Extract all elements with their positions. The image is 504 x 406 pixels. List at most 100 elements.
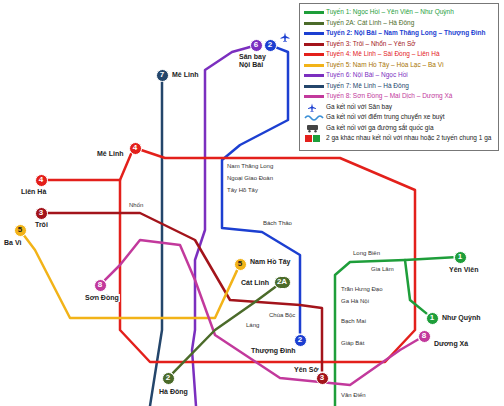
line-badge: 8 [418,330,431,343]
terminus-name: Yên Viên [448,266,479,274]
station-name: Gia Lâm [370,266,395,273]
badge-number: 8 [422,332,426,340]
terminus-name: Nam Hồ Tây [249,258,291,266]
metro-line [48,150,416,362]
legend-swatch-holder [304,124,326,132]
legend-symbol [304,103,324,112]
line-badge: 2 [264,39,277,52]
bus-icon [305,116,323,120]
legend-swatch-holder [304,8,326,16]
legend-text: Tuyến 2A: Cát Linh – Hà Đông [326,19,414,27]
rail-icon [307,125,318,130]
badge-number: 7 [160,71,164,79]
legend-swatch-holder [304,103,326,111]
legend-box: Tuyến 1: Ngọc Hồi – Yên Viên – Như Quỳnh… [299,3,499,151]
badge-number: 5 [238,260,242,268]
badge-number: 5 [18,226,22,234]
badge-number: 6 [254,41,258,49]
line-badge: 7 [156,69,169,82]
terminus-name: Ba Vì [3,239,23,247]
terminus-name: Cát Linh [240,279,270,287]
legend-text: Tuyến 1: Ngọc Hồi – Yên Viên – Như Quỳnh [326,8,454,16]
legend-text: Tuyến 7: Mê Linh – Hà Đông [326,82,409,90]
legend-swatch-holder [304,61,326,69]
metro-line [222,47,300,333]
metro-line [105,240,419,385]
legend-swatch [304,64,324,67]
legend-text: Ga kết nối với điểm trung chuyển xe buýt [326,113,444,121]
station-name: Trần Hưng Đạo [340,286,383,293]
legend-row: Tuyến 1: Ngọc Hồi – Yên Viên – Như Quỳnh [304,8,496,16]
legend-row: Ga kết nối với ga đường sắt quốc gia [304,124,496,132]
terminus-name: Yên Sở [293,366,319,374]
legend-swatch [304,95,324,98]
line-badge: 1 [426,312,439,325]
badge-number: 1 [458,253,462,261]
legend-text: Tuyến 2: Nội Bài – Nam Thăng Long – Thượ… [326,29,485,37]
station-name: Nam Thăng Long [226,163,274,170]
legend-swatch-holder [304,134,326,142]
airport-icon [308,103,316,111]
station-square [313,135,320,142]
legend-symbol [304,134,324,143]
legend-text: Tuyến 8: Sơn Đồng – Mai Dịch – Dương Xá [326,92,452,100]
legend-row: Tuyến 2A: Cát Linh – Hà Đông [304,19,496,27]
metro-line [405,257,454,314]
line-badge: 5 [234,258,247,271]
legend-text: Tuyến 6: Nội Bài – Ngọc Hồi [326,71,408,79]
legend-swatch-holder [304,113,326,121]
terminus-name: Liên Hà [20,188,47,196]
legend-text: Tuyến 4: Mê Linh – Sài Đồng – Liên Hà [326,50,440,58]
terminus-name: Trôi [34,221,49,229]
legend-row: Ga kết nối với Sân bay [304,103,496,111]
line-badge: 4 [35,174,48,187]
legend-swatch-holder [304,92,326,100]
legend-row: Tuyến 5: Nam Hồ Tây – Hòa Lạc – Ba Vì [304,61,496,69]
badge-number: 3 [320,374,324,382]
airport-icon [281,33,290,43]
terminus-name: Sơn Đồng [84,294,120,302]
station-name: Giáp Bát [340,340,365,347]
metro-line [173,287,276,374]
legend-swatch-holder [304,40,326,48]
badge-number: 4 [39,176,43,184]
line-badge: 1 [454,251,467,264]
station-name: Bạch Mai [340,318,367,325]
badge-number: 8 [98,281,102,289]
legend-swatch [304,53,324,56]
legend-swatch-holder [304,50,326,58]
legend-row: Tuyến 3: Trôi – Nhổn – Yên Sở [304,40,496,48]
metro-line [150,82,162,406]
line-badge: 2 [294,334,307,347]
terminus-name: Sân bay Nội Bài [238,53,274,68]
line-badge: 5 [14,224,27,237]
terminus-name: Mê Linh [171,71,199,79]
legend-swatch [304,22,324,25]
terminus-name: Mê Linh [96,150,124,158]
terminus-name: Như Quỳnh [441,314,482,322]
legend-text: 2 ga khác nhau kết nối với nhau hoặc 2 t… [326,134,491,142]
station-name: Tây Hồ Tây [226,187,259,194]
legend-swatch-holder [304,19,326,27]
legend-swatch-holder [304,82,326,90]
line-badge: 2A [274,276,291,289]
legend-text: Ga kết nối với Sân bay [326,103,392,111]
legend-row: Ga kết nối với điểm trung chuyển xe buýt [304,113,496,121]
line-badge: 2 [162,372,175,385]
legend-text: Tuyến 3: Trôi – Nhổn – Yên Sở [326,40,416,48]
metro-line [48,213,323,372]
legend-row: Tuyến 7: Mê Linh – Hà Đông [304,82,496,90]
station-name: Bách Thảo [262,220,293,227]
legend-text: Tuyến 5: Nam Hồ Tây – Hòa Lạc – Ba Vì [326,61,444,69]
terminus-name: Hà Đông [158,388,189,396]
legend-swatch [304,32,324,35]
legend-swatch [304,43,324,46]
legend-swatch [304,74,324,77]
rail-wheel [308,130,310,132]
badge-number: 3 [39,209,43,217]
station-name: Ga Hà Nội [340,298,370,305]
legend-row: Tuyến 4: Mê Linh – Sài Đồng – Liên Hà [304,50,496,58]
badge-number: 2A [277,278,287,286]
badge-number: 2 [268,41,272,49]
